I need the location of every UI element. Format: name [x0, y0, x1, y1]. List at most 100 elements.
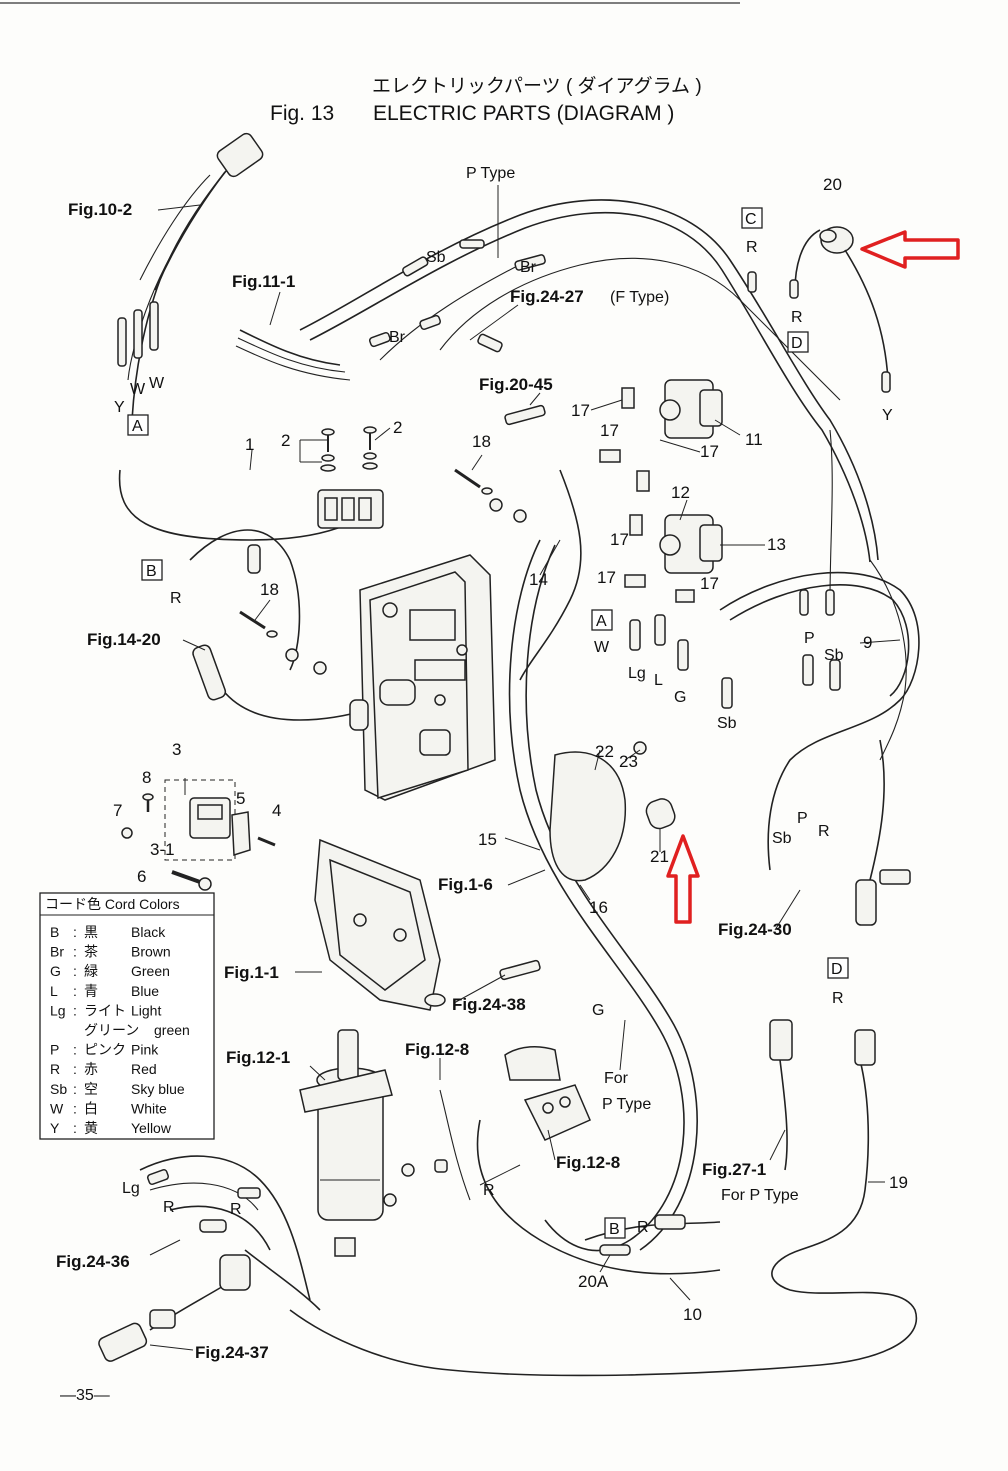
legend-colon: : — [73, 944, 77, 960]
part-8: 8 — [142, 768, 151, 787]
wire-r-lower-b: R — [230, 1201, 242, 1218]
legend-english: Light — [131, 1002, 161, 1018]
wire-r-c: R — [746, 239, 758, 256]
part-17-a: 17 — [571, 401, 590, 420]
part-19: 19 — [889, 1173, 908, 1192]
part-17-f: 17 — [700, 574, 719, 593]
legend-japanese: 赤 — [84, 1061, 98, 1077]
label-fig-24-36: Fig.24-36 — [56, 1252, 130, 1271]
label-fig-1-6: Fig.1-6 — [438, 875, 493, 894]
connector-tag-b-lower: B — [609, 1221, 620, 1238]
wire-l: L — [654, 672, 663, 689]
sensor-21 — [645, 798, 676, 830]
legend-colon: : — [73, 963, 77, 979]
wire-w-left-b: W — [149, 375, 165, 392]
part-2-left: 2 — [281, 431, 290, 450]
wire-p-right: P — [804, 630, 815, 647]
legend-colon: : — [73, 1100, 77, 1116]
connector-tag-d-upper: D — [791, 335, 803, 352]
part-20: 20 — [823, 175, 842, 194]
legend-code: Lg — [50, 1002, 66, 1018]
connector-tag-b-left: B — [146, 563, 157, 580]
label-fig-20-45: Fig.20-45 — [479, 375, 553, 394]
title-english: ELECTRIC PARTS (DIAGRAM ) — [373, 102, 674, 125]
label-fig-24-30: Fig.24-30 — [718, 920, 792, 939]
connector-tag-d-lower: D — [831, 961, 843, 978]
label-fig-27-1: Fig.27-1 — [702, 1160, 766, 1179]
connector-fig-24-30 — [769, 869, 911, 1066]
key-switch-fig-24-37 — [98, 1254, 251, 1362]
label-fig-24-38: Fig.24-38 — [452, 995, 526, 1014]
part-1: 1 — [245, 435, 254, 454]
red-arrow-left-pointing — [860, 230, 960, 269]
connector-tags: A A B B C D D — [127, 207, 849, 1239]
engine-casing-fig-1-1 — [314, 838, 446, 1011]
label-p-type-lower: P Type — [602, 1096, 651, 1113]
part-15: 15 — [478, 830, 497, 849]
wire-lg-lower: Lg — [122, 1180, 140, 1197]
label-fig-11-1: Fig.11-1 — [232, 272, 295, 291]
label-fig-1-1: Fig.1-1 — [224, 963, 279, 982]
label-fig-10-2: Fig.10-2 — [68, 200, 132, 219]
connector-tag-a-left: A — [132, 418, 143, 435]
legend-code: Sb — [50, 1081, 67, 1097]
legend-english: Green — [131, 963, 170, 979]
part-4: 4 — [272, 801, 281, 820]
part-13: 13 — [767, 535, 786, 554]
part-22: 22 — [595, 742, 614, 761]
legend-english: green — [154, 1022, 190, 1038]
legend-japanese: ライト — [84, 1002, 126, 1018]
legend-japanese: 茶 — [84, 944, 98, 960]
part-18-lower: 18 — [260, 580, 279, 599]
switch-11 — [659, 379, 723, 439]
legend-code: W — [50, 1100, 64, 1116]
label-for-p-type: For P Type — [721, 1187, 799, 1204]
label-fig-12-8-upper: Fig.12-8 — [405, 1040, 469, 1059]
part-18-upper: 18 — [472, 432, 491, 451]
connector-tag-c: C — [745, 211, 757, 228]
legend-english: Sky blue — [131, 1081, 185, 1097]
page-number: —35— — [60, 1387, 110, 1404]
wire-r-b: R — [170, 590, 182, 607]
legend-english: Pink — [131, 1042, 159, 1058]
bracket-22 — [549, 741, 647, 882]
label-fig-12-1: Fig.12-1 — [226, 1048, 290, 1067]
legend-colon: : — [73, 1061, 77, 1077]
legend-english: Blue — [131, 983, 159, 999]
legend-code: Br — [50, 944, 64, 960]
legend-colon: : — [73, 1002, 77, 1018]
legend-japanese: ピンク — [84, 1042, 126, 1058]
screw-set-18 — [239, 468, 493, 638]
label-fig-24-27: Fig.24-27 — [510, 287, 584, 306]
part-6: 6 — [137, 867, 146, 886]
part-3: 3 — [172, 740, 181, 759]
part-14: 14 — [529, 570, 548, 589]
legend-english: Red — [131, 1061, 157, 1077]
legend-code: L — [50, 983, 58, 999]
wire-p-lower: P — [797, 810, 808, 827]
legend-japanese: グリーン — [84, 1022, 139, 1038]
solenoid-fig-12-8 — [504, 1045, 591, 1141]
wire-lg: Lg — [628, 665, 646, 682]
title-japanese: エレクトリックパーツ ( ダイアグラム ) — [372, 75, 702, 97]
switch-12 — [659, 514, 723, 574]
wire-r-lower-a: R — [163, 1199, 175, 1216]
wire-w-a: W — [594, 639, 610, 656]
legend-colon: : — [73, 1042, 77, 1058]
cdi-unit-bracket — [349, 554, 496, 801]
wire-br-top: Br — [520, 259, 537, 276]
legend-code: Y — [50, 1120, 60, 1136]
legend-code: G — [50, 963, 61, 979]
legend-colon: : — [73, 983, 77, 999]
legend-code: B — [50, 924, 59, 940]
part-17-e: 17 — [597, 568, 616, 587]
part-11: 11 — [745, 430, 763, 449]
label-for: For — [604, 1070, 629, 1087]
highlight-arrows — [666, 230, 960, 924]
legend-colon: : — [73, 1120, 77, 1136]
legend-colon: : — [73, 1081, 77, 1097]
red-arrow-up-pointing — [666, 834, 700, 924]
legend-japanese: 緑 — [84, 963, 98, 979]
